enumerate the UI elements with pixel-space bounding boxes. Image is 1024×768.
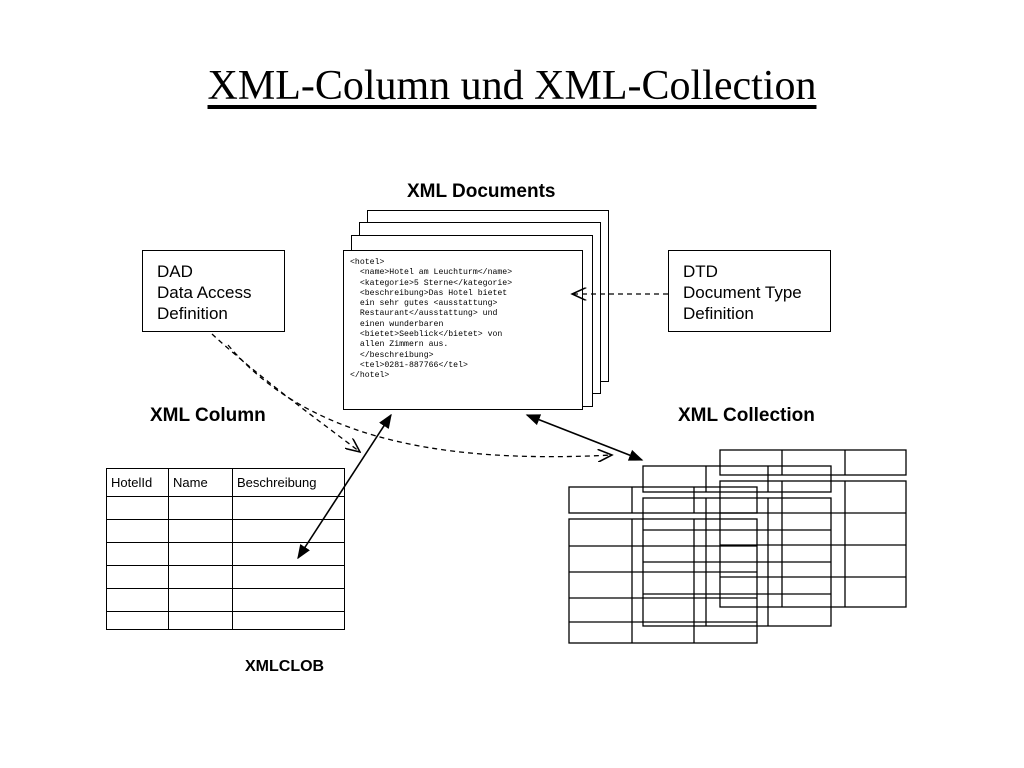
document-to-column-arrow [297, 413, 392, 560]
header-name: Name [168, 468, 233, 497]
dad-line-2: Data Access [157, 283, 252, 302]
doc-line: <beschreibung>Das Hotel bietet [350, 288, 508, 298]
table-cell [232, 611, 345, 630]
doc-line: allen Zimmern aus. [350, 340, 449, 350]
doc-line: einen wunderbaren [350, 319, 444, 329]
table-cell [106, 519, 169, 543]
dad-line-1: DAD [157, 262, 193, 281]
table-row [106, 565, 345, 589]
doc-line: <hotel> [350, 258, 385, 267]
collection-table-middle [642, 465, 832, 627]
doc-line: </beschreibung> [350, 350, 434, 360]
doc-line: Restaurant</ausstattung> und [350, 309, 498, 319]
table-row [106, 611, 345, 630]
dtd-line-1: DTD [683, 262, 718, 281]
dtd-line-3: Definition [683, 304, 754, 323]
table-cell [232, 588, 345, 612]
dad-line-3: Definition [157, 304, 228, 323]
header-hotelid: HotelId [106, 468, 169, 497]
xml-document-front: <hotel> <name>Hotel am Leuchturm</name> … [343, 250, 583, 410]
doc-line: </hotel> [350, 371, 390, 381]
slide-title: XML-Column und XML-Collection [207, 63, 817, 109]
collection-table-front [568, 486, 758, 644]
xmlclob-label: XMLCLOB [245, 658, 325, 675]
xml-collection-label: XML Collection [678, 405, 815, 426]
doc-line: <tel>0281-887766</tel> [350, 360, 468, 370]
dtd-line-2: Document Type [683, 283, 802, 302]
document-to-collection-arrow [525, 414, 644, 461]
dtd-box: DTD Document Type Definition [668, 250, 831, 332]
xml-column-label: XML Column [150, 405, 266, 426]
dad-to-collection-arrow [227, 344, 612, 457]
xml-documents-label: XML Documents [407, 181, 556, 202]
collection-table-back [719, 449, 907, 608]
table-cell [168, 519, 233, 543]
doc-line: <bietet>Seeblick</bietet> von [350, 330, 503, 340]
doc-line: <name>Hotel am Leuchturm</name> [350, 268, 513, 278]
dad-box: DAD Data Access Definition [142, 250, 285, 332]
doc-line: ein sehr gutes <ausstattung> [350, 299, 498, 309]
table-cell [232, 565, 345, 589]
doc-line: <kategorie>5 Sterne</kategorie> [350, 278, 513, 288]
table-cell [106, 542, 169, 566]
